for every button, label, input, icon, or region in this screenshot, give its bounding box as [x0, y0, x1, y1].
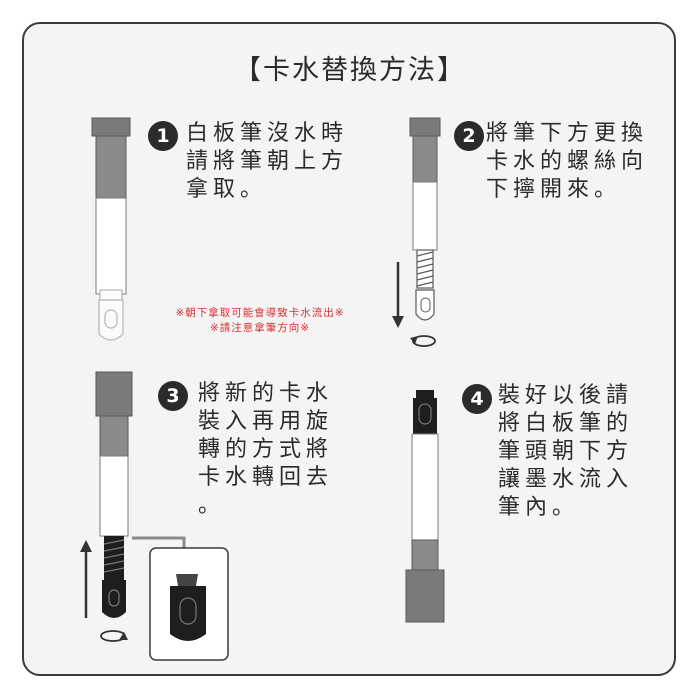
cartridge-zoom-callout [132, 536, 229, 661]
step-2-text: 將筆下方更換卡水的螺絲向下擰開來。 [486, 121, 649, 202]
pen-step3 [95, 371, 133, 618]
step-3-number: 3 [158, 381, 188, 411]
warning-note: ※朝下拿取可能會導致卡水流出※ ※請注意拿筆方向※ [130, 306, 390, 336]
new-cartridge [102, 536, 126, 618]
warning-line-1: ※朝下拿取可能會導致卡水流出※ [175, 307, 345, 319]
pen-step4 [405, 390, 445, 623]
warning-line-2: ※請注意拿筆方向※ [209, 322, 311, 334]
pen-step1 [91, 117, 131, 341]
rotate-icon [100, 630, 128, 642]
step-2-number: 2 [454, 121, 484, 151]
step-4-number: 4 [462, 384, 492, 414]
faded-cartridge [98, 289, 124, 341]
step-1-number: 1 [148, 121, 178, 151]
up-arrow-icon [80, 540, 92, 618]
instruction-panel [22, 22, 676, 676]
cartridge-thread [416, 249, 434, 289]
rotate-icon [410, 335, 436, 347]
pen-step2 [409, 117, 441, 321]
down-arrow-icon [392, 262, 404, 328]
step-1-text: 白板筆沒水時請將筆朝上方拿取。 [186, 121, 349, 202]
step-3-text: 將新的卡水裝入再用旋轉的方式將卡水轉回去。 [198, 381, 334, 518]
page-title: 【卡水替換方法】 [234, 55, 466, 86]
step-4-text: 裝好以後請將白板筆的筆頭朝下方讓墨水流入筆內。 [498, 383, 634, 520]
